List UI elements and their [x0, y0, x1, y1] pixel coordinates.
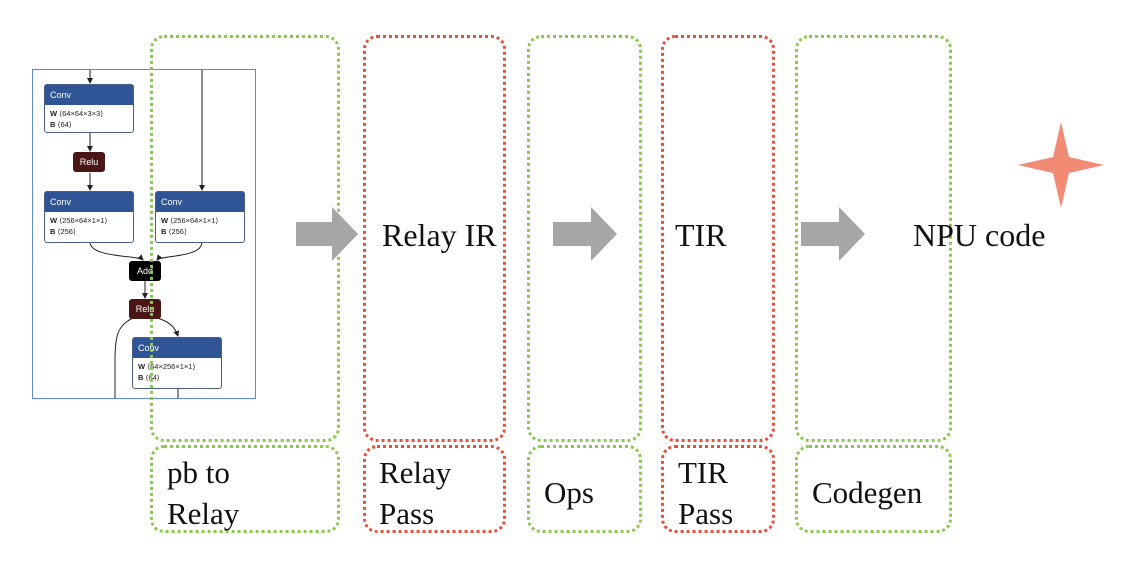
graph-edges — [87, 70, 205, 398]
stage-box-tir-pass — [661, 35, 775, 442]
npu-code-text: NPU code — [913, 217, 1046, 253]
conv-node-title: Conv — [133, 338, 221, 358]
conv-node-title: Conv — [156, 192, 244, 212]
stage-box-relay-pass — [363, 35, 506, 442]
conv-node-2[interactable]: Conv W ⟨256×64×1×1⟩ B ⟨256⟩ — [44, 191, 134, 243]
edge-conv3-add — [156, 241, 203, 261]
stage-box-codegen — [795, 35, 952, 442]
edge-relu2-skip — [114, 317, 134, 398]
edge-conv2-add — [89, 241, 144, 261]
relay-pass-label: Relay Pass — [379, 455, 452, 531]
label-box-relay-pass: Relay Pass — [363, 445, 506, 533]
four-point-star-icon — [1018, 122, 1104, 208]
conv-node-title: Conv — [45, 85, 133, 105]
add-node[interactable]: Add — [129, 261, 161, 281]
label-box-pb-to-relay: pb to Relay — [150, 445, 340, 533]
stage-box-ops — [527, 35, 642, 442]
conv-node-params: W ⟨256×64×1×1⟩ B ⟨256⟩ — [50, 216, 108, 236]
label-box-codegen: Codegen — [795, 445, 952, 533]
relu-node-1[interactable]: Relu — [73, 152, 105, 172]
relay-ir-text: Relay IR — [382, 217, 497, 253]
right-arrow-icon — [801, 207, 865, 261]
model-graph-panel: Conv W ⟨64×64×3×3⟩ B ⟨64⟩ Relu Conv W ⟨2… — [32, 69, 256, 399]
right-arrow-icon — [553, 207, 617, 261]
right-arrow-icon — [296, 207, 358, 261]
conv-node-title: Conv — [45, 192, 133, 212]
tir-pass-label: TIR Pass — [678, 455, 734, 531]
relu-node-2[interactable]: Relu — [129, 299, 161, 319]
conv-node-1[interactable]: Conv W ⟨64×64×3×3⟩ B ⟨64⟩ — [44, 84, 134, 133]
ops-label: Ops — [544, 475, 594, 510]
label-box-tir-pass: TIR Pass — [661, 445, 775, 533]
conv-node-params: W ⟨256×64×1×1⟩ B ⟨256⟩ — [161, 216, 219, 236]
codegen-label: Codegen — [812, 475, 923, 510]
conv-node-params: W ⟨64×64×3×3⟩ B ⟨64⟩ — [50, 109, 104, 129]
label-box-ops: Ops — [527, 445, 642, 533]
conv-node-3[interactable]: Conv W ⟨256×64×1×1⟩ B ⟨256⟩ — [155, 191, 245, 243]
edge-relu2-conv4 — [156, 317, 180, 337]
pb-to-relay-label: pb to Relay — [167, 455, 240, 531]
tir-text: TIR — [675, 217, 727, 253]
